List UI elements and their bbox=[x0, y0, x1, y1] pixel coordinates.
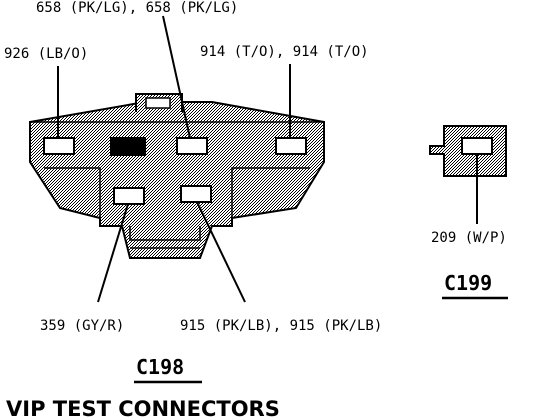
diagram-title: VIP TEST CONNECTORS bbox=[6, 397, 280, 420]
wire-label-209: 209 (W/P) bbox=[431, 230, 507, 246]
wire-label-915: 915 (PK/LB), 915 (PK/LB) bbox=[180, 318, 382, 334]
c198-housing bbox=[29, 101, 325, 259]
wire-label-359: 359 (GY/R) bbox=[40, 318, 124, 334]
leader-658 bbox=[162, 15, 191, 139]
wire-label-914: 914 (T/O), 914 (T/O) bbox=[200, 44, 369, 60]
c198-terminal-center bbox=[176, 137, 208, 155]
leader-915 bbox=[196, 201, 246, 303]
wire-label-658: 658 (PK/LG), 658 (PK/LG) bbox=[36, 0, 238, 16]
c198-bottom-key bbox=[129, 226, 201, 249]
c198-terminal-right bbox=[275, 137, 307, 155]
leader-359 bbox=[97, 203, 129, 303]
c198-terminal-bottom-right bbox=[180, 185, 212, 203]
c198-latch-slot bbox=[145, 97, 171, 109]
c198-inner-outline bbox=[44, 167, 310, 218]
connector-name-c198: C198 bbox=[136, 355, 184, 379]
c199-terminal bbox=[461, 137, 493, 155]
wire-label-926: 926 (LB/O) bbox=[4, 46, 88, 62]
c198-terminal-blocked bbox=[110, 137, 146, 156]
c199-connector bbox=[429, 125, 507, 224]
connector-name-c199: C199 bbox=[444, 271, 492, 295]
c198-terminal-bottom-left bbox=[113, 187, 145, 205]
c198-leaders bbox=[57, 15, 291, 303]
c198-terminal-left bbox=[43, 137, 75, 155]
c198-connector bbox=[29, 93, 325, 259]
